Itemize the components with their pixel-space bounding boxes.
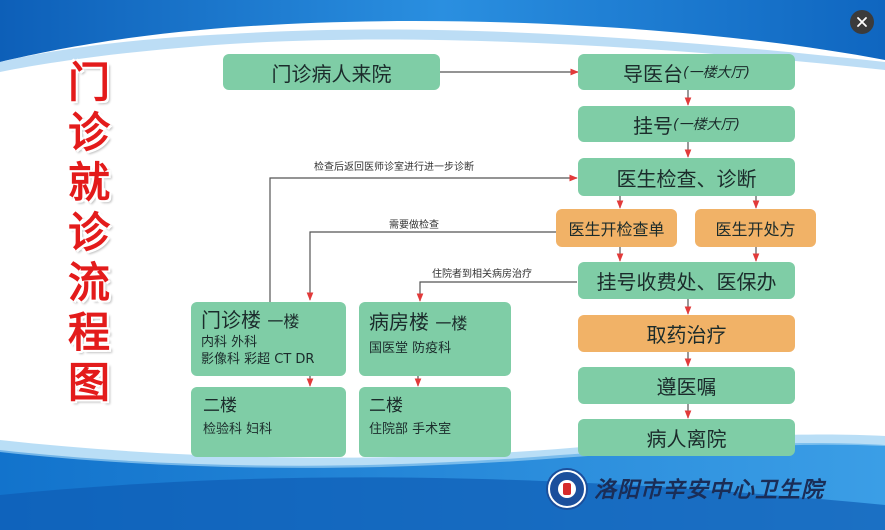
annotation-return-after-exam: 检查后返回医师诊室进行进一步诊断	[314, 162, 474, 173]
department-list: 影像科 彩超 CT DR	[201, 352, 315, 367]
node-follow-advice: 遵医嘱	[578, 367, 795, 404]
node-label: 门诊病人来院	[271, 61, 392, 86]
node-medicine: 取药治疗	[578, 315, 795, 352]
department-list: 住院部 手术室	[369, 422, 452, 437]
outpatient-building-floor1: 门诊楼 一楼 内科 外科 影像科 彩超 CT DR	[191, 302, 346, 376]
hospital-emblem-icon	[548, 470, 586, 508]
title-char: 就	[67, 158, 110, 207]
node-patient-arrival: 门诊病人来院	[223, 54, 440, 90]
node-label: 导医台	[623, 61, 684, 86]
department-list: 检验科 妇科	[203, 422, 273, 437]
floor-label: 二楼	[369, 396, 403, 416]
title-char: 图	[67, 358, 110, 407]
node-payment: 挂号收费处、医保办	[578, 262, 795, 299]
node-note: (一楼大厅)	[673, 117, 740, 133]
floor-label: 一楼	[435, 314, 468, 333]
hospital-name: 洛阳市辛安中心卫生院	[594, 477, 825, 503]
node-prescription: 医生开处方	[695, 209, 816, 247]
building-title: 病房楼	[369, 310, 429, 334]
node-registration: 挂号(一楼大厅)	[578, 106, 795, 142]
node-label: 挂号收费处、医保办	[596, 270, 777, 294]
ward-building-floor1: 病房楼 一楼 国医堂 防疫科	[359, 302, 511, 376]
node-guide-desk: 导医台(一楼大厅)	[578, 54, 795, 90]
close-icon	[857, 17, 867, 27]
node-label: 遵医嘱	[656, 375, 717, 399]
title-char: 诊	[67, 208, 110, 257]
annotation-need-exam: 需要做检查	[389, 220, 439, 231]
title-char: 诊	[67, 108, 110, 157]
arrow-inpatient	[416, 281, 577, 302]
node-note: (一楼大厅)	[683, 65, 750, 81]
building-title: 门诊楼	[201, 308, 261, 332]
title-char: 门	[67, 58, 110, 107]
arrow-need-exam	[306, 231, 556, 301]
floor-label: 一楼	[267, 312, 300, 331]
node-exam-order: 医生开检查单	[556, 209, 677, 247]
node-patient-leave: 病人离院	[578, 419, 795, 456]
node-label: 医生开处方	[715, 220, 796, 239]
outpatient-building-floor2: 二楼 检验科 妇科	[191, 387, 346, 457]
node-label: 取药治疗	[646, 323, 727, 347]
page-title: 门 诊 就 诊 流 程 图	[58, 58, 120, 408]
department-list: 国医堂 防疫科	[369, 341, 452, 356]
title-char: 流	[67, 258, 110, 307]
node-label: 医生开检查单	[568, 220, 665, 239]
node-label: 病人离院	[646, 427, 727, 451]
floor-label: 二楼	[203, 396, 237, 416]
node-label: 医生检查、诊断	[616, 166, 757, 191]
department-list: 内科 外科	[201, 335, 258, 350]
arrow-return-after-exam	[269, 174, 578, 302]
node-doctor-exam: 医生检查、诊断	[578, 158, 795, 196]
node-label: 挂号	[633, 113, 674, 138]
title-char: 程	[67, 308, 110, 357]
annotation-inpatient: 住院者到相关病房治疗	[432, 269, 532, 280]
ward-building-floor2: 二楼 住院部 手术室	[359, 387, 511, 457]
close-button[interactable]	[850, 10, 874, 34]
